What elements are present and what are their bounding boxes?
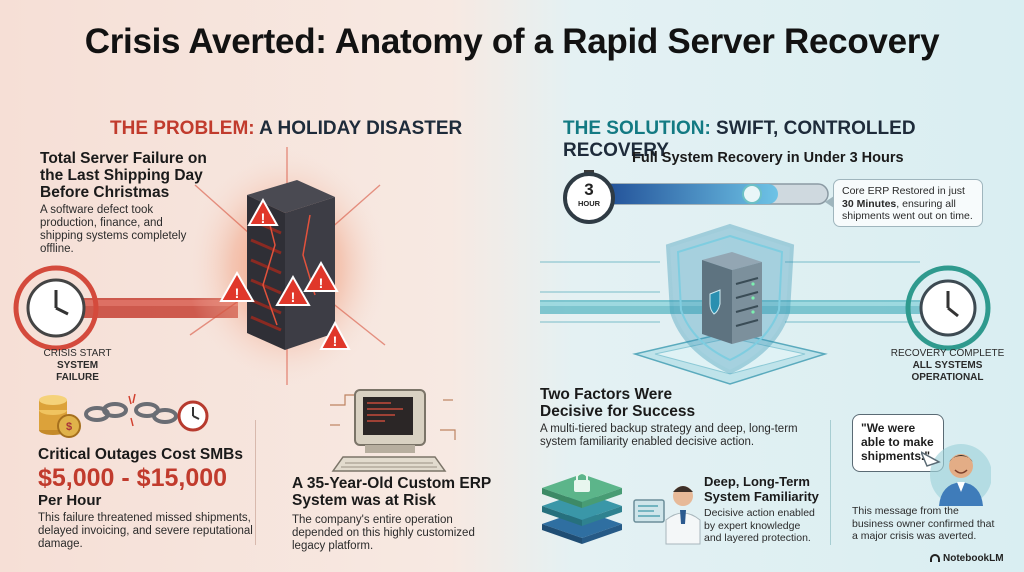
recovery-heading: Full System Recovery in Under 3 Hours	[632, 150, 904, 166]
solution-label-prefix: THE SOLUTION:	[563, 118, 711, 139]
cost-icons: $	[39, 393, 209, 438]
brand-logo-icon	[930, 554, 940, 563]
failing-server-graphic: !!!!!	[187, 147, 387, 385]
problem-label-prefix: THE PROBLEM:	[110, 118, 255, 139]
business-owner-avatar	[921, 444, 991, 506]
coins-icon: $	[39, 395, 81, 438]
erp-body: The company's entire operation depended …	[292, 514, 475, 552]
familiarity-heading: Deep, Long-Term System Familiarity	[704, 474, 819, 504]
timer-number: 3	[584, 180, 594, 199]
svg-text:!: !	[319, 275, 324, 291]
keyboard-icon	[331, 456, 447, 472]
owner-quote: "We were able to make shipments."	[861, 421, 934, 463]
warning-triangle-icon: !!!!!	[219, 197, 351, 350]
svg-text:!: !	[291, 289, 296, 305]
svg-text:!: !	[235, 285, 240, 301]
problem-label-rest: A HOLIDAY DISASTER	[254, 118, 463, 139]
recovery-complete-graphic	[905, 265, 991, 351]
crisis-start-label: CRISIS START SYSTEM FAILURE	[43, 348, 112, 383]
progress-handle	[742, 184, 762, 204]
protected-server-graphic	[540, 223, 920, 385]
page-title: Crisis Averted: Anatomy of a Rapid Serve…	[84, 22, 940, 61]
cost-unit: Per Hour	[38, 492, 102, 509]
svg-text:!: !	[333, 333, 338, 349]
server-tower-icon	[247, 180, 335, 350]
broken-chain-icon	[84, 402, 178, 424]
solution-section-header: THE SOLUTION: SWIFT, CONTROLLED RECOVERY	[563, 118, 1024, 162]
solution-divider	[830, 420, 831, 545]
clock-icon	[177, 400, 209, 432]
stopwatch-icon	[563, 170, 615, 224]
engineer-avatar	[633, 486, 701, 545]
solution-label-rest: SWIFT, CONTROLLED RECOVERY	[563, 118, 916, 161]
timer-unit: HOUR	[577, 199, 601, 208]
cost-heading: Critical Outages Cost SMBs	[38, 446, 243, 463]
crisis-start-graphic	[13, 265, 238, 351]
callout-pointer	[825, 196, 834, 208]
legacy-computer-graphic	[330, 389, 456, 472]
svg-text:$: $	[66, 421, 72, 433]
recovery-ring	[905, 265, 991, 351]
svg-text:!: !	[261, 210, 266, 226]
server-icon	[702, 252, 762, 344]
failure-heading: Total Server Failure on the Last Shippin…	[40, 150, 207, 201]
recovery-complete-label: RECOVERY COMPLETE ALL SYSTEMS OPERATIONA…	[890, 348, 1005, 383]
erp-heading: A 35-Year-Old Custom ERP System was at R…	[292, 475, 491, 509]
layered-protection-graphic	[542, 472, 701, 545]
factors-heading: Two Factors Were Decisive for Success	[540, 386, 696, 420]
progress-fill	[598, 184, 778, 204]
quote-body: This message from the business owner con…	[852, 505, 995, 542]
problem-section-header: THE PROBLEM: A HOLIDAY DISASTER	[110, 118, 462, 140]
lock-icon	[574, 472, 590, 492]
crisis-ring	[13, 265, 99, 351]
familiarity-body: Decisive action enabled by expert knowle…	[704, 507, 815, 544]
recovery-timer-graphic	[563, 170, 829, 224]
problem-divider	[255, 420, 256, 545]
mini-shield-icon	[709, 289, 721, 315]
cost-body: This failure threatened missed shipments…	[38, 512, 253, 550]
failure-body: A software defect took production, finan…	[40, 204, 187, 255]
cost-range: $5,000 - $15,000	[38, 464, 228, 492]
factors-body: A multi-tiered backup strategy and deep,…	[540, 423, 798, 448]
crt-monitor-icon	[354, 389, 426, 453]
brand-mark: NotebookLM	[930, 553, 1004, 564]
